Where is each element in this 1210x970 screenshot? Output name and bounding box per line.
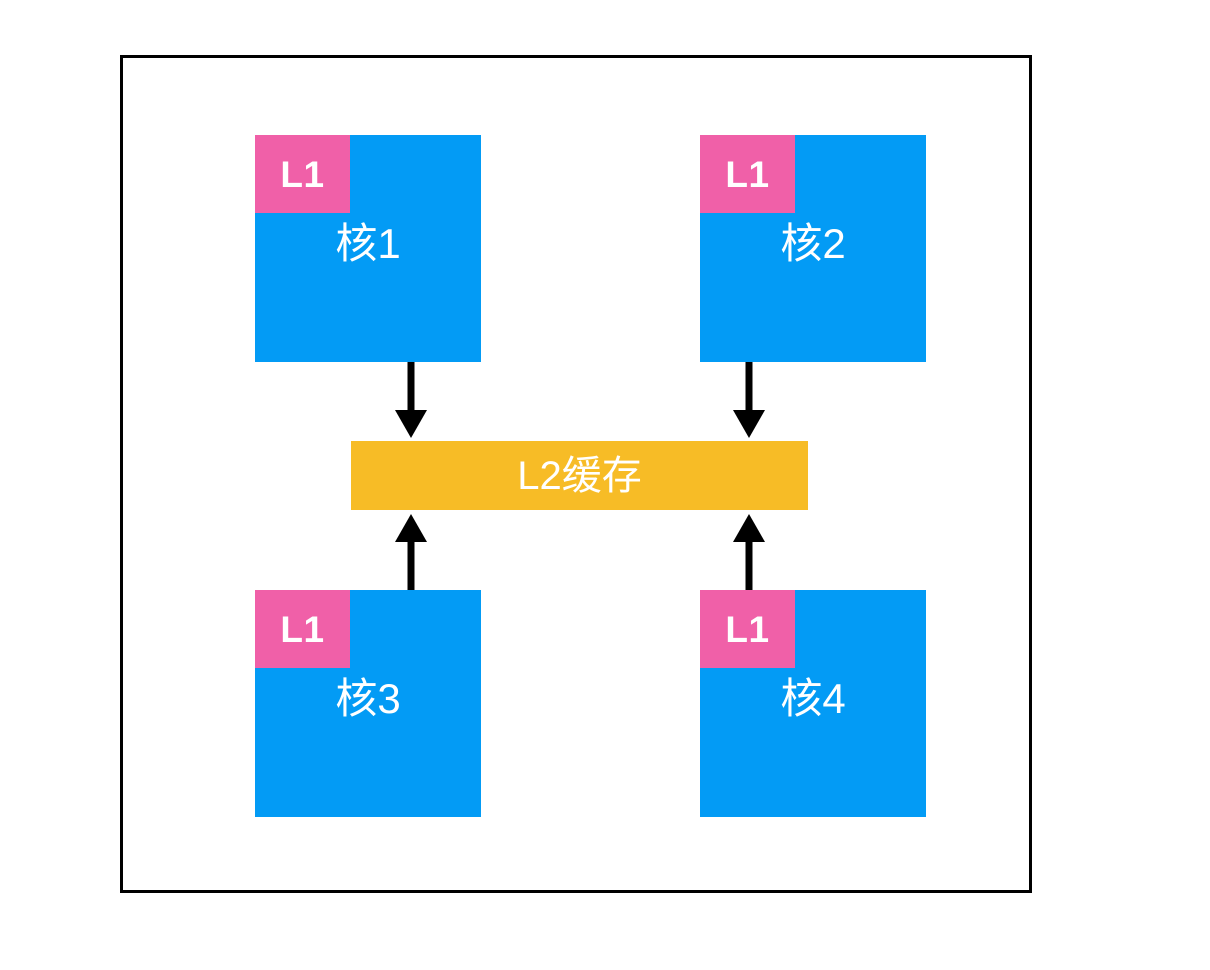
core-label-1: 核1 — [335, 220, 401, 267]
l2-cache-block[interactable]: L2缓存 — [351, 441, 808, 510]
l1-cache-label-2: L1 — [725, 153, 770, 195]
arrow-core2-to-l2 — [728, 362, 770, 440]
arrow-core1-to-l2 — [390, 362, 432, 440]
core-label-3: 核3 — [335, 675, 401, 722]
l2-cache-label: L2缓存 — [517, 453, 642, 498]
core-label-2: 核2 — [780, 220, 846, 267]
l1-cache-badge-3: L1 — [255, 590, 350, 668]
l1-cache-badge-1: L1 — [255, 135, 350, 213]
core-label-4: 核4 — [780, 675, 846, 722]
core-block-1[interactable]: L1 核1 — [255, 135, 481, 362]
core-block-3[interactable]: L1 核3 — [255, 590, 481, 817]
l1-cache-label-4: L1 — [725, 608, 770, 650]
l1-cache-badge-2: L1 — [700, 135, 795, 213]
core-block-2[interactable]: L1 核2 — [700, 135, 926, 362]
l1-cache-badge-4: L1 — [700, 590, 795, 668]
chip-boundary-frame — [120, 55, 1032, 893]
arrow-core4-to-l2 — [728, 512, 770, 590]
arrow-core3-to-l2 — [390, 512, 432, 590]
l1-cache-label-1: L1 — [280, 153, 325, 195]
core-block-4[interactable]: L1 核4 — [700, 590, 926, 817]
l1-cache-label-3: L1 — [280, 608, 325, 650]
